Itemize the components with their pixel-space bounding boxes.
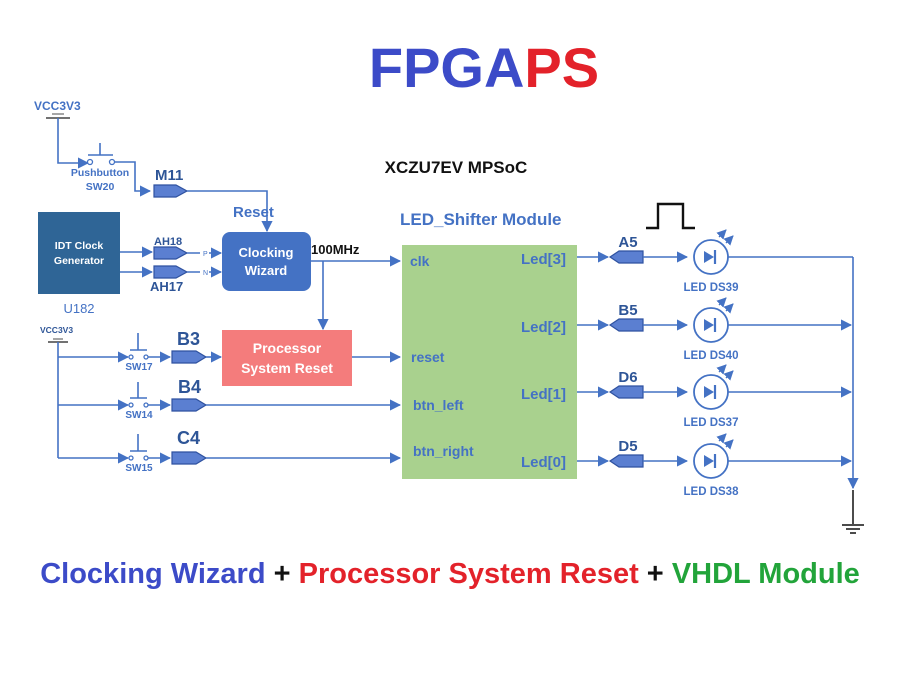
clocking-wizard-block [222,232,311,291]
clock-freq-label: 100MHz [311,242,360,257]
pin-m11-label: M11 [155,167,183,184]
port-led1: Led[1] [521,386,566,403]
sw20-label-1: Pushbutton [71,167,129,179]
ground-icon [842,490,864,534]
led-icon-2 [693,364,734,410]
pin-ah17-label: AH17 [150,279,183,294]
sw20-label-2: SW20 [86,181,115,193]
vcc-left-label: VCC3V3 [40,325,73,335]
clock-pulse-icon [646,202,695,230]
footer-processor-system-reset: Processor System Reset [299,558,639,590]
cw-line2: Wizard [245,263,288,278]
clock-gen-ref: U182 [63,301,94,316]
port-led2: Led[2] [521,319,566,336]
port-reset: reset [411,349,445,365]
wire-vcc-sw20 [57,118,90,169]
led-name-label-3: LED DS38 [684,486,740,498]
clock-generator-block [38,212,120,294]
pin-b3-buffer [171,350,208,364]
led-name-label-0: LED DS39 [684,282,739,294]
cw-line1: Clocking [239,245,294,260]
processor-system-reset-block [222,330,352,386]
led-pin-label-1: B5 [618,302,637,319]
vcc-left-symbol [48,338,68,343]
led-icon-1 [693,297,734,343]
vcc-top-label: VCC3V3 [34,99,81,113]
psr-line1: Processor [253,340,322,356]
pin-c4-label: C4 [177,428,200,448]
sw14-label: SW14 [125,410,153,421]
pin-b4-buffer [171,398,208,412]
footer-vhdl-module: VHDL Module [672,558,860,590]
n-label: N [203,270,208,277]
title-ps: PS [524,36,599,99]
switch-sw17[interactable] [128,333,149,360]
led-pin-buffer-0 [608,250,644,264]
psr-line2: System Reset [241,360,333,376]
pin-c4-buffer [171,451,208,465]
led-icon-3 [693,433,734,479]
main-title: FPGAPS [369,36,599,99]
pin-b4-label: B4 [178,377,201,397]
clock-gen-line2: Generator [54,255,104,267]
pin-ah17-buffer [153,265,189,279]
clock-gen-line1: IDT Clock [55,240,104,252]
pushbutton-sw20[interactable] [86,143,116,166]
footer-clocking-wizard: Clocking Wizard [40,558,265,590]
port-led0: Led[0] [521,454,566,471]
wire-sw20-m11 [114,161,152,197]
led-shifter-module-block [402,245,577,479]
led-icon-0 [693,229,734,275]
port-clk: clk [410,253,430,269]
footer-plus-1: + [266,558,299,590]
led-pin-label-0: A5 [618,234,637,251]
port-btn-left: btn_left [413,397,464,413]
module-title: LED_Shifter Module [400,210,562,229]
led-pin-label-3: D5 [618,438,637,455]
sw15-label: SW15 [125,463,153,474]
led-name-label-1: LED DS40 [684,350,739,362]
footer-plus-2: + [639,558,672,590]
footer-caption: Clocking Wizard + Processor System Reset… [40,558,860,590]
sw17-label: SW17 [125,362,153,373]
switch-sw14[interactable] [128,382,149,408]
port-led3: Led[3] [521,251,566,268]
wire-m11-reset [187,190,273,233]
switch-sw15[interactable] [128,434,149,461]
port-btn-right: btn_right [413,443,474,459]
vcc-top-symbol [46,113,70,119]
title-fpga: FPGA [369,36,525,99]
pin-ah18-label: AH18 [154,236,182,248]
led-pin-buffer-2 [608,385,644,399]
pin-b3-label: B3 [177,329,200,349]
reset-signal-label: Reset [233,204,274,221]
led-pin-buffer-3 [608,454,644,468]
device-label: XCZU7EV MPSoC [385,158,528,177]
led-pin-label-2: D6 [618,369,637,386]
led-pin-buffer-1 [608,318,644,332]
p-label: P [203,251,208,258]
pin-m11-buffer [153,184,189,198]
pin-ah18-buffer [153,246,189,260]
led-name-label-2: LED DS37 [684,417,739,429]
